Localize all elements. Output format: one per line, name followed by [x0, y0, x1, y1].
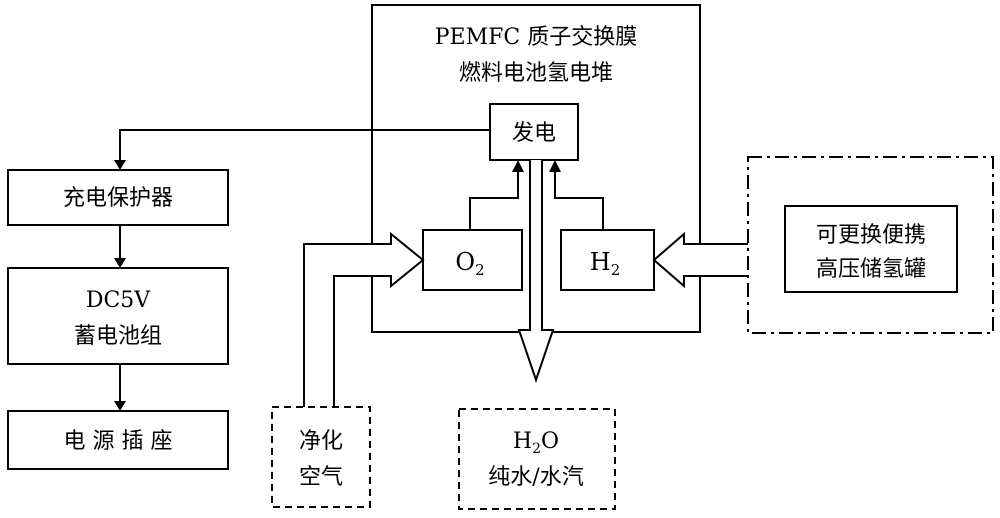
battery-name-label: 蓄电池组	[74, 324, 162, 349]
water-output-line2: 纯水/水汽	[488, 465, 583, 490]
h2-box	[560, 229, 655, 291]
purified-air-line1: 净化	[299, 429, 343, 454]
o2-main: O	[455, 248, 475, 276]
h2-to-generate-line	[554, 172, 604, 230]
battery-box	[7, 267, 229, 365]
power-socket-box	[7, 410, 229, 470]
charger-to-battery-arrowhead	[114, 258, 126, 268]
battery-to-socket-arrowhead	[114, 401, 126, 411]
generate-label: 发电	[512, 121, 556, 146]
h2-label: H2	[590, 248, 620, 279]
hydrogen-inflow-arrow	[652, 231, 748, 289]
generate-to-charger-line	[119, 129, 490, 160]
purified-air-box	[271, 406, 371, 508]
o2-label: O2	[455, 248, 484, 279]
charge-protector-box	[7, 169, 229, 226]
water-o: O	[541, 429, 559, 454]
o2-to-generate-line	[469, 172, 519, 230]
hydrogen-tank-line2: 高压储氢罐	[816, 257, 926, 282]
hydrogen-tank-outer-box	[747, 156, 994, 334]
o2-sub: 2	[475, 261, 485, 279]
h2-sub: 2	[611, 261, 621, 279]
h2-to-generate-arrowhead	[549, 160, 561, 172]
o2-box	[422, 229, 523, 291]
stack-title-line1: PEMFC 质子交换膜	[435, 25, 637, 50]
water-h: H	[513, 429, 532, 454]
h2-main: H	[590, 248, 611, 276]
stack-title-line2: 燃料电池氢电堆	[459, 61, 613, 86]
o2-to-generate-arrowhead	[512, 160, 524, 172]
water-formula: H2O	[513, 429, 559, 457]
battery-voltage-label: DC5V	[86, 288, 151, 313]
water-outflow-arrow	[517, 160, 555, 384]
hydrogen-tank-inner-box	[784, 205, 958, 293]
water-sub: 2	[532, 441, 541, 457]
power-socket-label: 电 源 插 座	[64, 429, 173, 454]
purified-air-line2: 空气	[299, 465, 343, 490]
hydrogen-tank-line1: 可更换便携	[816, 223, 926, 248]
generate-to-charger-arrowhead	[114, 160, 126, 170]
water-output-box	[458, 408, 616, 510]
charge-protector-label: 充电保护器	[63, 186, 173, 211]
air-inflow-arrow	[303, 231, 425, 407]
